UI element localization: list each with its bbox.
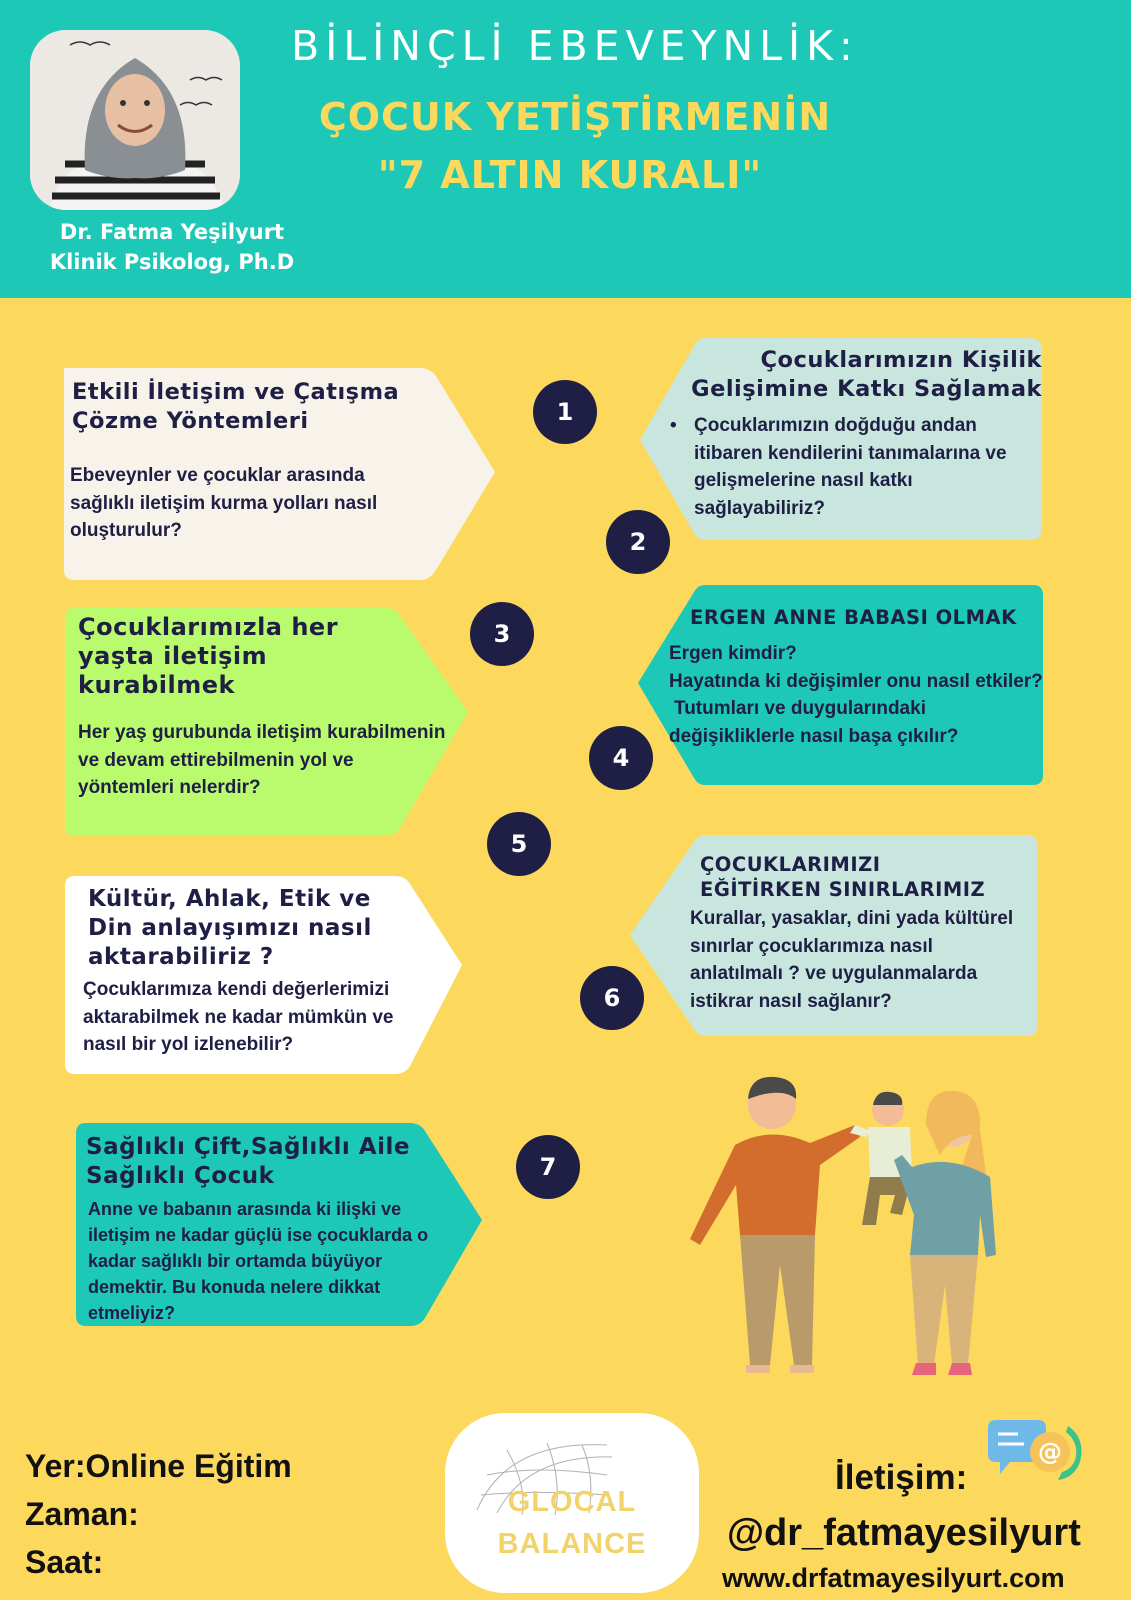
portrait-icon bbox=[30, 30, 240, 210]
card-1: Etkili İletişim ve Çatışma Çözme Yönteml… bbox=[72, 378, 432, 436]
card-7-body: Anne ve babanın arasında ki ilişki ve il… bbox=[88, 1199, 429, 1323]
card-5-body: Çocuklarımıza kendi değerlerimizi aktara… bbox=[83, 979, 394, 1055]
card-4-shape bbox=[638, 585, 1043, 785]
card-4-body: Ergen kimdir? Hayatında ki değişimler on… bbox=[669, 640, 1049, 750]
card-6-title: ÇOCUKLARIMIZI EĞİTİRKEN SINIRLARIMIZ bbox=[700, 852, 1030, 902]
contact-label: İletişim: bbox=[835, 1458, 968, 1497]
card-6-shape bbox=[630, 835, 1037, 1036]
svg-text:@: @ bbox=[1038, 1438, 1062, 1466]
contact-icon: @ bbox=[988, 1420, 1082, 1480]
footer-time: Zaman: bbox=[25, 1496, 139, 1532]
logo-line-1: GLOCAL bbox=[507, 1486, 637, 1518]
family-illustration-icon bbox=[690, 1076, 996, 1375]
card-6-body: Kurallar, yasaklar, dini yada kültürel s… bbox=[690, 908, 1014, 1012]
card-3-title: Çocuklarımızla her yaşta iletişim kurabi… bbox=[78, 613, 339, 699]
card-6-title-line-1: ÇOCUKLARIMIZI bbox=[700, 853, 881, 876]
card-4-body-line-2: Hayatında ki değişimler onu nasıl etkile… bbox=[669, 670, 1043, 692]
author-name: Dr. Fatma Yeşilyurt bbox=[59, 220, 285, 244]
card-7-title-line-2: Sağlıklı Çocuk bbox=[86, 1163, 275, 1189]
step-badge-4: 4 bbox=[589, 726, 653, 790]
step-badge-7: 7 bbox=[516, 1135, 580, 1199]
contact-website[interactable]: www.drfatmayesilyurt.com bbox=[722, 1563, 1065, 1593]
logo-badge bbox=[445, 1413, 699, 1593]
page-title: BİLİNÇLİ EBEVEYNLİK: bbox=[291, 22, 859, 70]
card-1-shape bbox=[64, 368, 495, 580]
portrait-photo bbox=[30, 30, 240, 210]
footer-place: Yer:Online Eğitim bbox=[25, 1448, 292, 1484]
card-4-body-line-3: Tutumları ve duygularındaki bbox=[674, 698, 926, 719]
card-3-body: Her yaş gurubunda iletişim kurabilmenin … bbox=[78, 722, 446, 798]
card-2-body-text: Çocuklarımızın doğduğu andan itibaren ke… bbox=[694, 415, 1007, 519]
contact-handle[interactable]: @dr_fatmayesilyurt bbox=[727, 1512, 1081, 1554]
card-1-body: Ebeveynler ve çocuklar arasında sağlıklı… bbox=[70, 465, 378, 541]
card-7-shape bbox=[76, 1123, 482, 1326]
card-2-shape bbox=[640, 338, 1042, 540]
step-badge-3: 3 bbox=[470, 602, 534, 666]
card-4-body-line-1: Ergen kimdir? bbox=[669, 643, 797, 664]
card-7-title: Sağlıklı Çift,Sağlıklı Aile Sağlıklı Çoc… bbox=[86, 1133, 446, 1191]
card-2-title: Çocuklarımızın Kişilik Gelişimine Katkı … bbox=[691, 347, 1042, 402]
logo-line-2: BALANCE bbox=[497, 1528, 647, 1560]
step-badge-2: 2 bbox=[606, 510, 670, 574]
step-badge-5: 5 bbox=[487, 812, 551, 876]
card-7-title-line-1: Sağlıklı Çift,Sağlıklı Aile bbox=[86, 1134, 410, 1160]
page-subtitle-line1: ÇOCUK YETİŞTİRMENİN bbox=[318, 95, 832, 139]
author-title: Klinik Psikolog, Ph.D bbox=[49, 250, 295, 274]
card-4-title: ERGEN ANNE BABASI OLMAK bbox=[690, 606, 1017, 629]
bullet-icon: • bbox=[670, 415, 677, 436]
card-1-title: Etkili İletişim ve Çatışma Çözme Yönteml… bbox=[72, 379, 400, 434]
footer-hour: Saat: bbox=[25, 1544, 104, 1580]
card-5-shape bbox=[65, 876, 462, 1074]
step-badge-1: 1 bbox=[533, 380, 597, 444]
globe-icon bbox=[476, 1442, 613, 1515]
card-2-body: • Çocuklarımızın doğduğu andan itibaren … bbox=[668, 412, 1020, 522]
step-badge-6: 6 bbox=[580, 966, 644, 1030]
header-band: Dr. Fatma Yeşilyurt Klinik Psikolog, Ph.… bbox=[0, 0, 1131, 298]
card-4-body-line-4: değişikliklerle nasıl başa çıkılır? bbox=[669, 725, 959, 747]
page-subtitle-line2: "7 ALTIN KURALI" bbox=[377, 153, 763, 197]
card-6-title-line-2: EĞİTİRKEN SINIRLARIMIZ bbox=[700, 878, 986, 901]
card-3-shape bbox=[65, 608, 468, 836]
card-5-title: Kültür, Ahlak, Etik ve Din anlayışımızı … bbox=[88, 886, 372, 970]
